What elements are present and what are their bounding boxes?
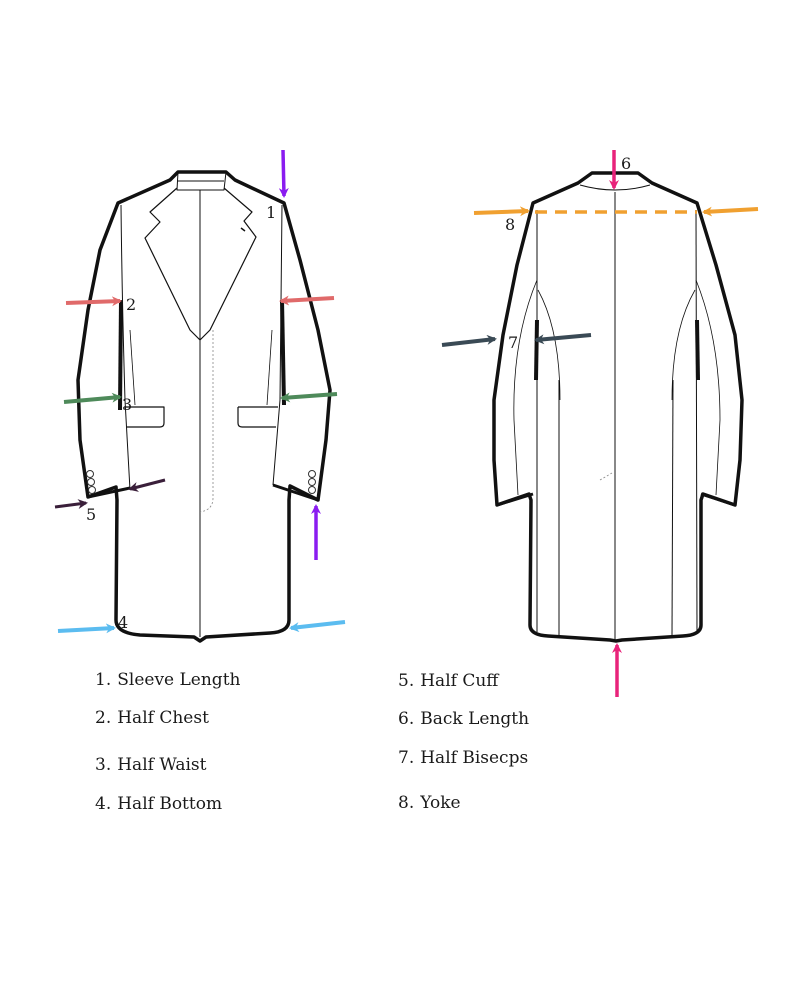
cuff-buttons-right	[308, 470, 316, 494]
arrow-sleeve-length	[278, 149, 321, 560]
legend-label: Half Bottom	[117, 794, 223, 814]
arrow-half-waist	[63, 392, 338, 404]
back-coat-drawing	[492, 171, 744, 643]
legend-label: Back Length	[420, 709, 530, 729]
cuff-buttons-left	[86, 470, 96, 494]
front-coat-drawing	[76, 170, 332, 643]
legend-number: 6.	[398, 709, 415, 729]
legend-number: 2.	[95, 708, 112, 728]
callout-2: 2	[126, 295, 136, 314]
legend-number: 5.	[398, 671, 415, 691]
legend-item-half-bottom: 4.Half Bottom	[95, 794, 222, 814]
arrow-half-chest	[65, 295, 335, 307]
legend-item-half-chest: 2.Half Chest	[95, 708, 209, 728]
legend-item-back-length: 6.Back Length	[398, 709, 529, 729]
callout-4: 4	[118, 613, 128, 632]
legend-label: Yoke	[420, 793, 461, 813]
callout-6: 6	[621, 154, 631, 173]
legend-label: Half Chest	[117, 708, 209, 728]
legend-label: Half Cuff	[420, 671, 499, 691]
legend-item-yoke: 8.Yoke	[398, 793, 461, 813]
legend-label: Half Bisecps	[420, 748, 529, 768]
callout-3: 3	[122, 395, 132, 414]
legend-number: 8.	[398, 793, 415, 813]
legend-label: Half Waist	[117, 755, 207, 775]
legend-item-half-cuff: 5.Half Cuff	[398, 671, 498, 691]
arrow-half-bottom	[57, 620, 346, 634]
legend-number: 1.	[95, 670, 112, 690]
legend-label: Sleeve Length	[117, 670, 241, 690]
legend-item-half-biceps: 7.Half Bisecps	[398, 748, 528, 768]
arrow-yoke	[473, 206, 759, 217]
legend-item-sleeve-length: 1.Sleeve Length	[95, 670, 240, 690]
callout-8: 8	[505, 215, 515, 234]
callout-5: 5	[86, 505, 96, 524]
callout-1: 1	[266, 203, 276, 222]
callout-7: 7	[508, 333, 518, 352]
legend-number: 4.	[95, 794, 112, 814]
arrow-half-cuff	[54, 478, 166, 509]
arrow-half-biceps	[441, 333, 592, 347]
arrow-back-length	[609, 150, 622, 697]
legend-number: 7.	[398, 748, 415, 768]
legend-item-half-waist: 3.Half Waist	[95, 755, 206, 775]
legend-number: 3.	[95, 755, 112, 775]
